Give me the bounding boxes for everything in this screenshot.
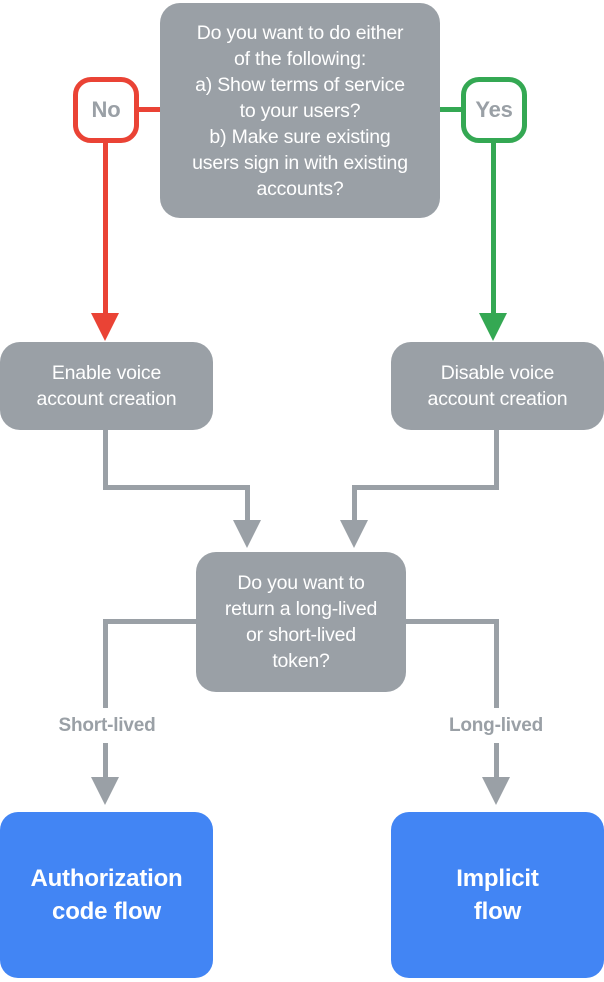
question-token-box: Do you want to return a long-lived or sh… <box>196 552 406 692</box>
disable-arrowhead-icon <box>340 520 368 548</box>
connector-enable-downleg <box>245 485 250 522</box>
connector-yes-horizontal <box>440 107 461 112</box>
connector-long-vertical-upper <box>494 619 499 708</box>
connector-no-horizontal <box>139 107 160 112</box>
connector-short-horizontal <box>103 619 196 624</box>
connector-short-vertical-upper <box>103 619 108 708</box>
connector-no-vertical <box>103 143 108 315</box>
connector-enable-vertical <box>103 430 108 490</box>
connector-long-vertical-lower <box>494 743 499 779</box>
short-lived-label: Short-lived <box>22 708 192 743</box>
connector-disable-horizontal <box>352 485 499 490</box>
connector-yes-vertical <box>491 143 496 315</box>
yes-badge: Yes <box>461 77 527 143</box>
long-arrowhead-icon <box>482 777 510 805</box>
enable-voice-box: Enable voice account creation <box>0 342 213 430</box>
connector-long-horizontal <box>406 619 499 624</box>
no-arrowhead-icon <box>91 313 119 341</box>
connector-enable-horizontal <box>103 485 250 490</box>
question-terms-box: Do you want to do either of the followin… <box>160 3 440 218</box>
enable-arrowhead-icon <box>233 520 261 548</box>
implicit-flow-box: Implicit flow <box>391 812 604 978</box>
authorization-code-flow-box: Authorization code flow <box>0 812 213 978</box>
connector-disable-downleg <box>352 485 357 522</box>
connector-short-vertical-lower <box>103 743 108 779</box>
disable-voice-box: Disable voice account creation <box>391 342 604 430</box>
connector-disable-vertical <box>494 430 499 490</box>
yes-arrowhead-icon <box>479 313 507 341</box>
long-lived-label: Long-lived <box>411 708 581 743</box>
no-badge: No <box>73 77 139 143</box>
short-arrowhead-icon <box>91 777 119 805</box>
